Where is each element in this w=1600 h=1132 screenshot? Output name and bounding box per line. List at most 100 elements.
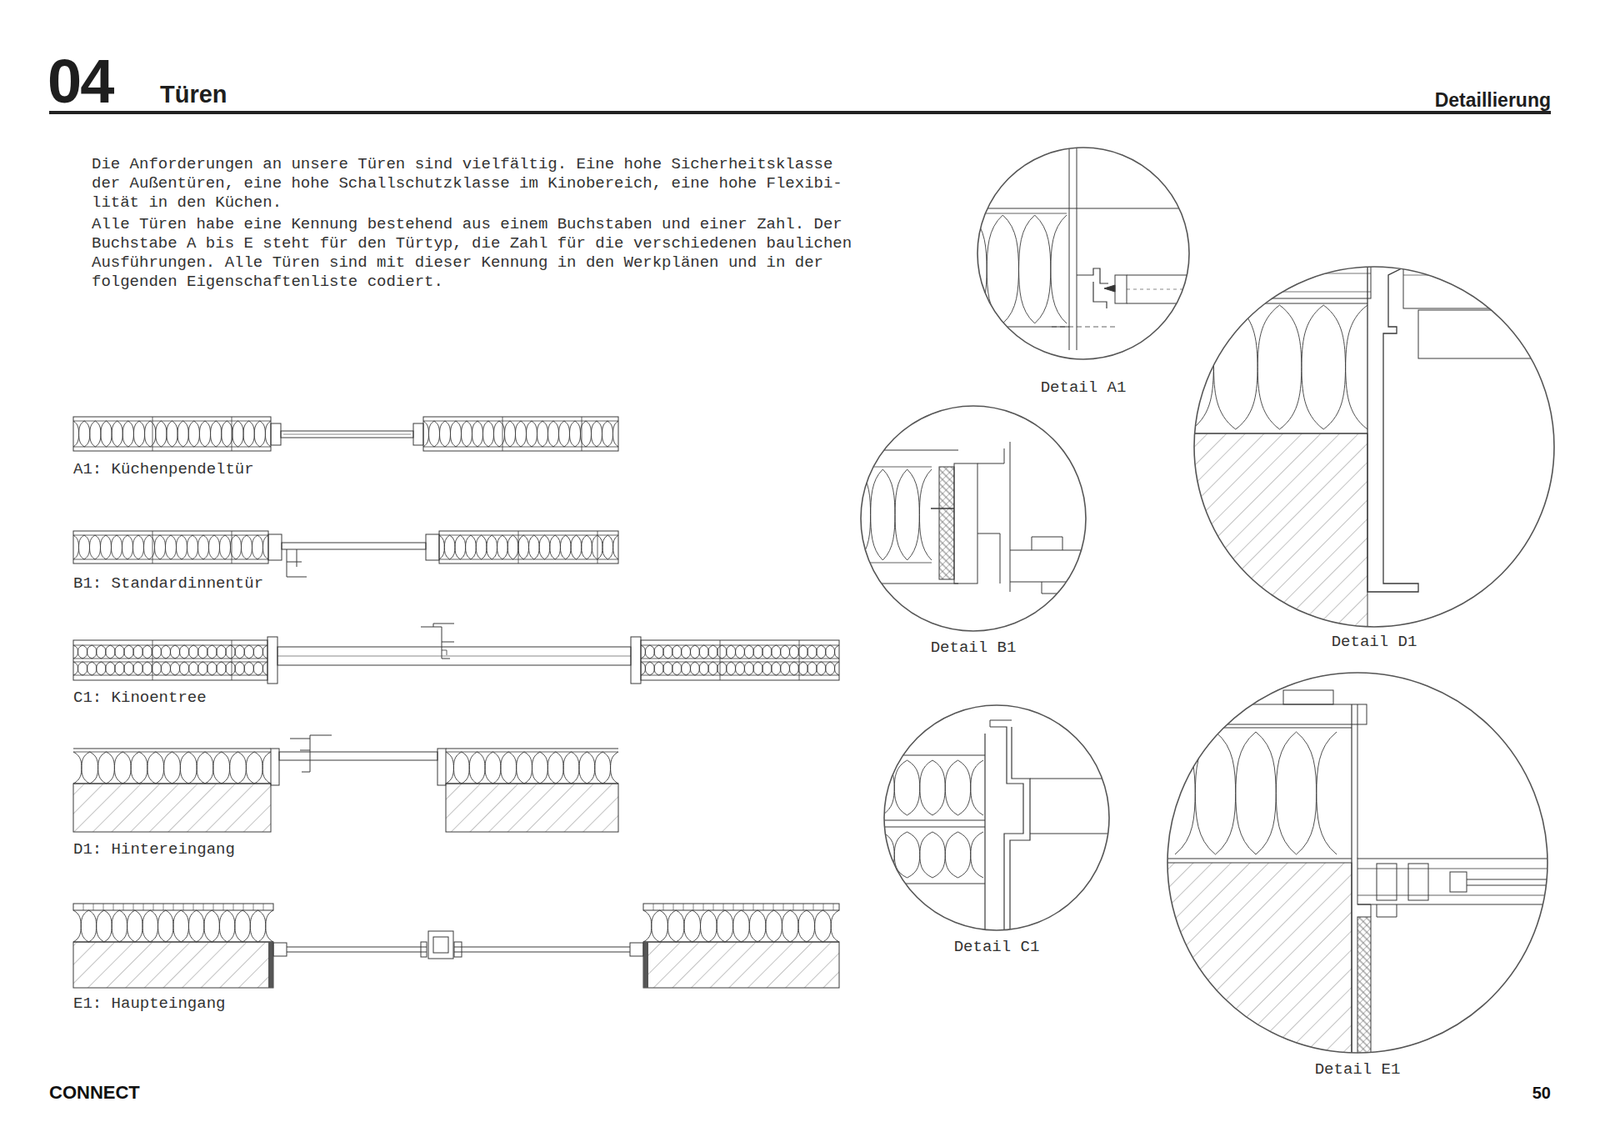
line [803,903,805,910]
profile-line [990,720,1012,727]
intro-paragraph: Alle Türen habe eine Kennung bestehend a… [91,215,859,292]
outline-rect [413,423,424,445]
line [283,434,411,435]
line [1183,273,1371,275]
line [231,416,233,451]
section-heading: Detaillierung [1435,90,1551,111]
line [663,903,665,910]
insulation [73,420,271,447]
line [1166,727,1352,729]
profile-line [977,441,1010,592]
line [502,416,504,451]
outline-rect [954,463,978,584]
profile-line [441,650,447,655]
line [879,820,985,821]
outline-rect [268,534,282,560]
detail-circle: Detail D1 [1193,265,1555,628]
detail-drawing [856,441,1100,594]
line [243,903,245,910]
line [1357,704,1359,859]
outline-rect [643,903,840,910]
outline-rect [437,748,446,785]
line [1010,581,1100,583]
line [683,903,685,910]
profile-line [990,726,1030,938]
line [173,903,175,910]
line [733,903,735,910]
hatch-area [445,783,619,832]
line [1183,303,1368,305]
line [93,903,95,910]
line [153,903,155,910]
line [753,903,755,910]
line [693,903,695,910]
profile-line [420,623,455,659]
line [277,655,631,657]
line [879,883,985,885]
line [653,903,655,910]
circle-outline [1193,265,1555,628]
line [253,903,255,910]
line [103,903,105,910]
outline-rect [281,542,426,550]
line [783,903,785,910]
plan-caption: C1: Kinoentree [73,688,207,708]
outline-rect [267,636,278,684]
circle-outline [976,146,1190,360]
circle-outline [860,405,1086,631]
line [1030,833,1117,835]
outline-rect [1115,275,1127,304]
outline-rect [425,534,440,560]
profile-line [286,549,307,577]
hatch-area [1183,433,1368,634]
line [799,640,800,680]
frame-strip [268,941,274,988]
profile-line [1357,904,1371,917]
circle-outline [860,405,1087,632]
header-rule [49,110,1551,115]
line [858,466,932,468]
line [1357,895,1558,896]
profile-line [290,735,332,772]
line [231,640,233,680]
line [113,903,115,910]
line [581,416,583,451]
outline-rect [1166,704,1367,725]
line [263,903,265,910]
line [143,903,145,910]
outline-rect [279,751,438,760]
detail-drawing [1183,254,1570,634]
insulation [640,645,840,659]
circle-outline [1167,672,1548,1053]
line [286,946,427,948]
detail-drawing [879,720,1117,942]
line [856,583,959,585]
line [813,903,815,910]
insulation [1191,305,1368,430]
detail-drawing [958,141,1217,350]
hatch-area [1166,862,1352,1063]
circle-outline [883,704,1110,931]
insulation [73,751,271,784]
profile-line [1104,285,1115,292]
line [703,903,705,910]
insulation [73,535,269,560]
line [454,946,630,948]
outline-rect [270,423,281,445]
outline-rect [73,640,268,680]
line [203,903,205,910]
line [1010,550,1100,551]
hatch-area [73,941,274,988]
line [152,416,154,451]
line [713,903,715,910]
line [1466,885,1558,886]
line [597,530,599,564]
profile-line [1367,265,1419,592]
insulation [1175,731,1337,855]
detail-label: Detail E1 [1315,1060,1401,1080]
chapter-number: 04 [47,50,113,114]
line [1076,141,1078,350]
line [152,530,154,564]
insulation [73,661,268,675]
